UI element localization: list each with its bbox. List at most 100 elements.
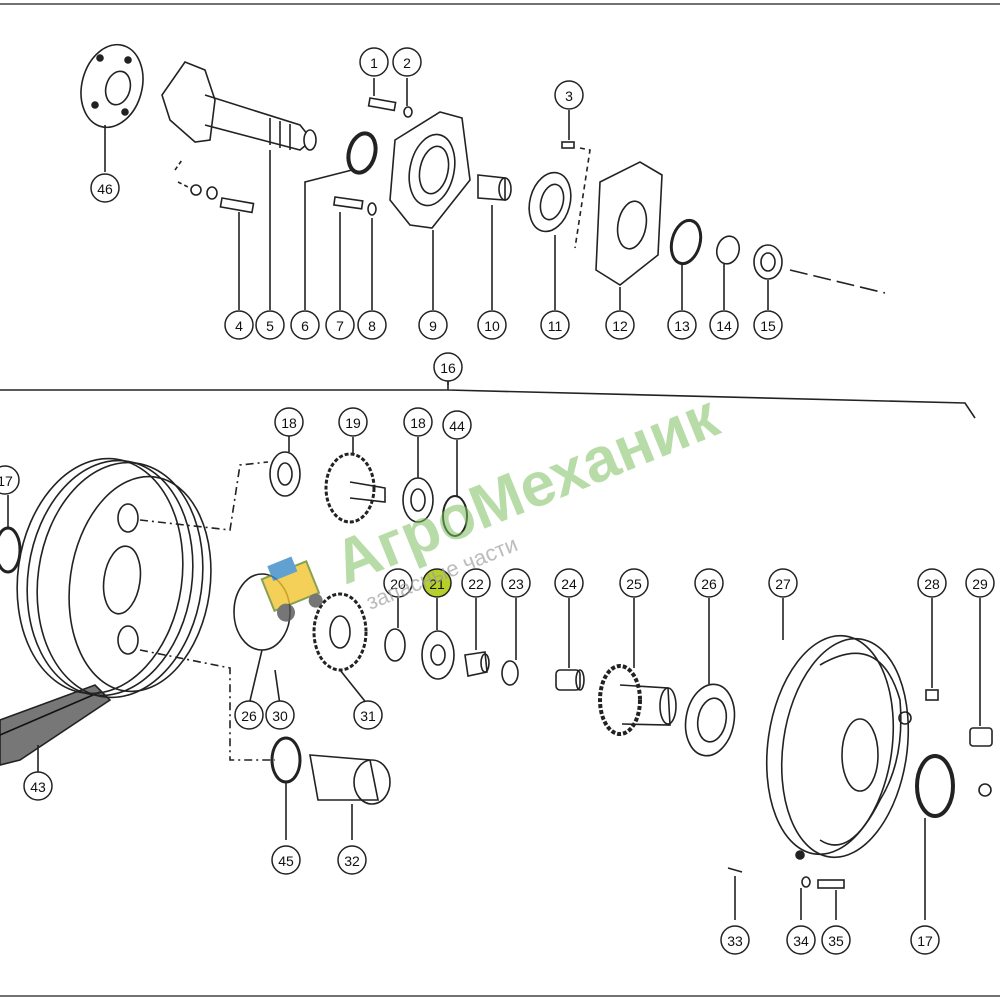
callout-6: 6	[290, 310, 320, 340]
callout-33: 33	[720, 925, 750, 955]
callout-label: 24	[561, 576, 577, 592]
part-33-pin	[727, 867, 743, 873]
callout-label: 17	[0, 473, 13, 489]
part-24-plug	[555, 598, 585, 691]
part-25-gear	[598, 598, 677, 736]
callout-label: 8	[368, 318, 376, 334]
callout-label: 16	[440, 360, 456, 376]
callout-27: 27	[768, 568, 798, 598]
pulley-housing	[16, 457, 212, 699]
part-46-flange	[80, 43, 144, 172]
part-15-nut	[753, 244, 886, 310]
callout-2: 2	[392, 47, 422, 77]
callout-label: 44	[449, 418, 465, 434]
callout-label: 9	[429, 318, 437, 334]
callout-label: 17	[917, 933, 933, 949]
callout-29: 29	[965, 568, 995, 598]
callout-45: 45	[271, 845, 301, 875]
callout-44: 44	[442, 410, 472, 440]
callout-10: 10	[477, 310, 507, 340]
callout-1: 1	[359, 47, 389, 77]
callout-label: 1	[370, 55, 378, 71]
part-13-seal	[669, 218, 703, 310]
part-12-cover	[595, 161, 663, 310]
callout-label: 45	[278, 853, 294, 869]
callout-30: 30	[265, 700, 295, 730]
callout-label: 25	[626, 576, 642, 592]
part-3-pin	[561, 110, 591, 249]
callout-14: 14	[709, 310, 739, 340]
callout-4: 4	[224, 310, 254, 340]
part-5-shaft	[161, 61, 317, 310]
callout-label: 12	[612, 318, 628, 334]
callout-46: 46	[90, 173, 120, 203]
part-4-bolt	[174, 159, 255, 310]
callout-13: 13	[667, 310, 697, 340]
callout-label: 2	[403, 55, 411, 71]
callout-17: 17	[910, 925, 940, 955]
callout-label: 35	[828, 933, 844, 949]
callout-8: 8	[357, 310, 387, 340]
callout-label: 20	[390, 576, 406, 592]
callout-label: 32	[344, 853, 360, 869]
callout-35: 35	[821, 925, 851, 955]
callout-26: 26	[234, 700, 264, 730]
callout-label: 21	[429, 576, 445, 592]
callout-3: 3	[554, 80, 584, 110]
callout-12: 12	[605, 310, 635, 340]
part-45-oring	[270, 736, 302, 784]
callout-25: 25	[619, 568, 649, 598]
callout-24: 24	[554, 568, 584, 598]
part-27-housing	[765, 598, 912, 860]
part-10-bushing	[477, 174, 512, 310]
callout-23: 23	[501, 568, 531, 598]
callout-label: 34	[793, 933, 809, 949]
callout-18: 18	[274, 407, 304, 437]
callout-label: 4	[235, 318, 243, 334]
part-20-23	[384, 598, 519, 686]
callout-label: 31	[360, 708, 376, 724]
part-17-seal-right	[915, 754, 955, 818]
callout-label: 26	[701, 576, 717, 592]
callout-label: 10	[484, 318, 500, 334]
part-26-bearing-right	[684, 598, 736, 757]
callout-label: 14	[716, 318, 732, 334]
group-16-bracket	[0, 378, 976, 419]
part-17-seal-left	[0, 526, 22, 574]
callout-label: 30	[272, 708, 288, 724]
callout-label: 43	[30, 779, 46, 795]
callout-label: 18	[410, 415, 426, 431]
callout-label: 15	[760, 318, 776, 334]
callout-15: 15	[753, 310, 783, 340]
part-19-gear	[324, 437, 386, 524]
callout-label: 29	[972, 576, 988, 592]
part-14-oring	[715, 235, 741, 310]
callout-19: 19	[338, 407, 368, 437]
callout-label: 18	[281, 415, 297, 431]
callout-43: 43	[23, 771, 53, 801]
callout-label: 7	[336, 318, 344, 334]
callout-label: 26	[241, 708, 257, 724]
callout-label: 19	[345, 415, 361, 431]
part-28-pin	[925, 689, 939, 701]
callout-label: 6	[301, 318, 309, 334]
callout-label: 27	[775, 576, 791, 592]
part-29-plug	[969, 598, 993, 747]
callout-28: 28	[917, 568, 947, 598]
callout-label: 5	[266, 318, 274, 334]
callout-9: 9	[418, 310, 448, 340]
part-43-belt	[0, 684, 112, 775]
part-7-8	[332, 196, 377, 310]
callout-16: 16	[433, 352, 463, 382]
part-18-bearings	[269, 430, 434, 523]
callout-18: 18	[403, 407, 433, 437]
callout-20: 20	[383, 568, 413, 598]
part-1-2	[367, 78, 413, 118]
part-11-bearing	[528, 171, 572, 310]
callout-label: 3	[565, 88, 573, 104]
part-44-oring	[442, 495, 468, 537]
part-6-seal	[304, 131, 378, 310]
part-9-housing	[389, 111, 471, 310]
watermark-logo	[260, 556, 323, 622]
